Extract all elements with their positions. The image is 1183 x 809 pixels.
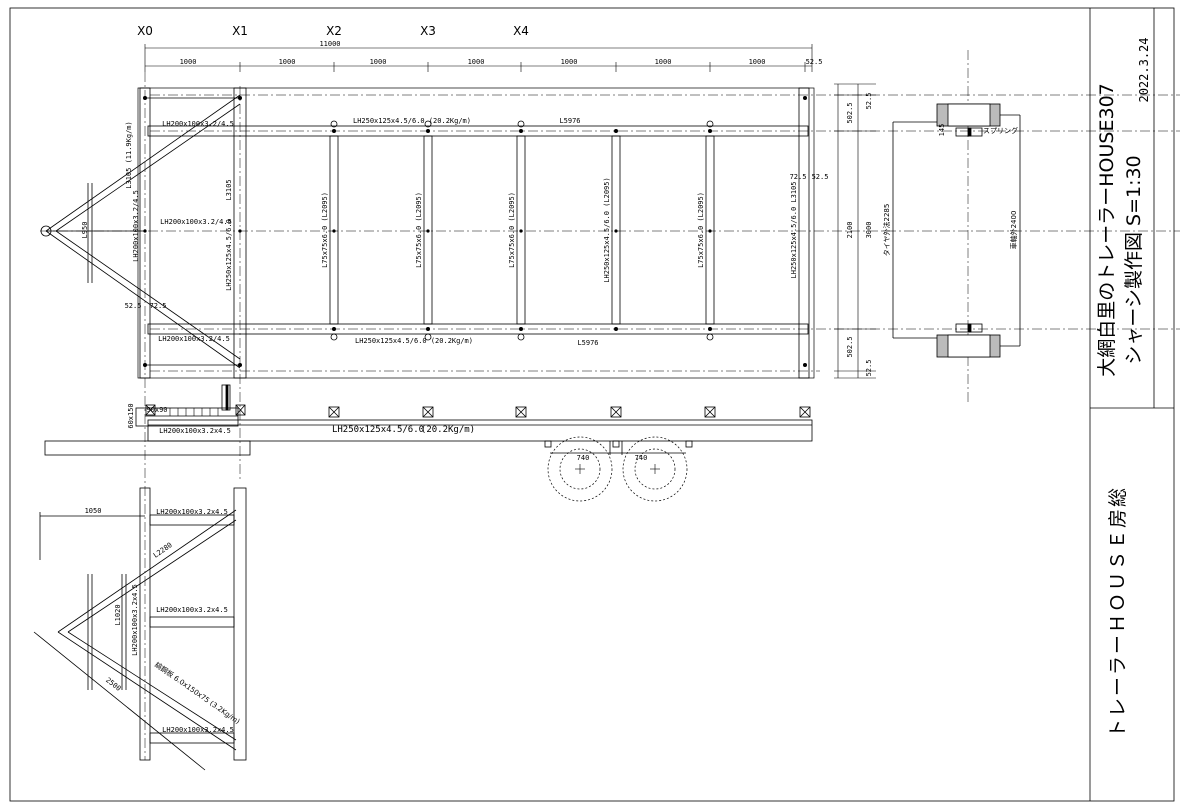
label-hd-lh2: LH200x100x3.2x4.5 (156, 606, 228, 614)
label-plate: 縞鋼板 6.0x150x75 (3.2Kg/m) (153, 660, 242, 726)
label-L950: L950 (81, 222, 89, 239)
label-l75-2: L75x75x6.0 (L2095) (415, 192, 423, 268)
grid-x2: X2 (326, 24, 342, 38)
plan-bolt-heads (143, 96, 807, 367)
label-d525a: 52.5 (125, 302, 142, 310)
top-dimension-texts: 11000 1000 1000 1000 1000 1000 1000 1000… (180, 40, 823, 66)
label-post: 90x90 (146, 406, 167, 414)
label-side-hitch-beam: LH200x100x3.2x4.5 (159, 427, 231, 435)
dim-span-7: 1000 (749, 58, 766, 66)
hitch-detail (33, 487, 247, 771)
drawing-title: シャーシ製作図 S=1:30 (1123, 155, 1145, 364)
label-axle-length: 車軸外2400 (1009, 211, 1018, 250)
hitch-detail-labels: 1050 LH200x100x3.2x4.5 L2280 LH200x100x3… (85, 507, 242, 734)
label-hd-lh3: LH200x100x3.2x4.5 (162, 726, 234, 734)
label-hitch-bottom: LH200x100x3.2/4.5 (158, 335, 230, 343)
wheels (547, 436, 688, 502)
label-d725b: 72.5 (790, 173, 807, 181)
label-l2280: L2280 (152, 541, 174, 560)
label-beam-bottom: LH250x125x4.5/6.0 (20.2Kg/m) (355, 337, 473, 345)
label-d525b: 52.5 (812, 173, 829, 181)
dim-525b: 52.5 (865, 360, 873, 377)
axle-view-labels: スプリング 145 タイヤ外法2285 車軸外2400 (882, 124, 1018, 257)
label-d725a: 72.5 (150, 302, 167, 310)
axle-view (892, 50, 1021, 402)
label-hitch-vert: LH200x100x3.2/4.5 (132, 190, 140, 262)
label-lh-vert1: LH250x125x4.5/6.0 (225, 219, 233, 291)
label-L3105: L3105 (225, 179, 233, 200)
right-dimension-chain (834, 83, 876, 379)
client-title: トレーラーＨＯＵＳＥ房総 (1107, 486, 1129, 738)
dim-3000: 3000 (865, 222, 873, 239)
dim-total: 11000 (319, 40, 340, 48)
label-lh-vert2: LH250x125x4.5/6.0 (L2095) (603, 177, 611, 282)
title-block: 2022.3.24 大網白里のトレーラーHOUSE307 シャーシ製作図 S=1… (1096, 37, 1151, 738)
label-lh-vert-end: LH250x125x4.5/6.0 L3105 (790, 182, 798, 279)
label-side-beam: LH250x125x4.5/6.0 (332, 425, 424, 435)
label-d145: 145 (938, 124, 946, 137)
drawing-frame (9, 7, 1175, 802)
grid-axis-labels: X0 X1 X2 X3 X4 (137, 24, 529, 38)
dim-span-3: 1000 (370, 58, 387, 66)
label-wheel-dim-2: 740 (635, 454, 648, 462)
label-L5976-bottom: L5976 (577, 339, 598, 347)
plan-view (40, 72, 1180, 760)
dim-5025a: 502.5 (846, 102, 854, 123)
grid-x3: X3 (420, 24, 436, 38)
dim-5025b: 502.5 (846, 336, 854, 357)
dim-span-2: 1000 (279, 58, 296, 66)
grid-x4: X4 (513, 24, 529, 38)
project-title: 大網白里のトレーラーHOUSE307 (1096, 83, 1118, 376)
top-dimension-chain (144, 44, 813, 72)
label-l75-4: L75x75x6.0 (L2095) (697, 192, 705, 268)
dim-end: 52.5 (806, 58, 823, 66)
dim-span-1: 1000 (180, 58, 197, 66)
dim-span-5: 1000 (561, 58, 578, 66)
dim-2100: 2100 (846, 222, 854, 239)
label-l1020: L1020 (114, 604, 122, 625)
label-hitch-top: LH200x100x3.2/4.5 (162, 120, 234, 128)
label-spring: スプリング (983, 126, 1018, 135)
label-d1050: 1050 (85, 507, 102, 515)
label-hitch-mid: LH200x100x3.2/4.5 (160, 218, 232, 226)
side-view-labels: LH250x125x4.5/6.0 (20.2Kg/m) LH200x100x3… (127, 403, 647, 462)
dim-span-4: 1000 (468, 58, 485, 66)
drawing-date: 2022.3.24 (1137, 37, 1151, 102)
label-hitch-diag: L3105 (11.9Kg/m) (125, 121, 133, 188)
wheel-hubs (575, 464, 660, 474)
right-dimension-texts: 502.5 52.5 2100 3000 502.5 52.5 (846, 93, 873, 377)
label-hd-lh-vert: LH200x100x3.2x4.5 (131, 584, 139, 656)
label-L5976-top: L5976 (559, 117, 580, 125)
label-beam-top: LH250x125x4.5/6.0 (20.2Kg/m) (353, 117, 471, 125)
grid-x0: X0 (137, 24, 153, 38)
plan-labels: LH250x125x4.5/6.0 (20.2Kg/m) L5976 LH250… (81, 117, 828, 347)
dim-525a: 52.5 (865, 93, 873, 110)
label-d2500: 2500 (104, 676, 122, 693)
dim-span-6: 1000 (655, 58, 672, 66)
label-l75-1: L75x75x6.0 (L2095) (321, 192, 329, 268)
plan-bolt-caps (330, 120, 714, 341)
label-l75-3: L75x75x6.0 (L2095) (508, 192, 516, 268)
label-wheel-dim-1: 740 (577, 454, 590, 462)
label-60x150: 60x150 (127, 403, 135, 428)
label-side-weight: (20.2Kg/m) (421, 425, 475, 435)
side-view (44, 384, 813, 456)
grid-x1: X1 (232, 24, 248, 38)
label-hd-lh1: LH200x100x3.2x4.5 (156, 508, 228, 516)
label-tire-width: タイヤ外法2285 (882, 204, 891, 257)
